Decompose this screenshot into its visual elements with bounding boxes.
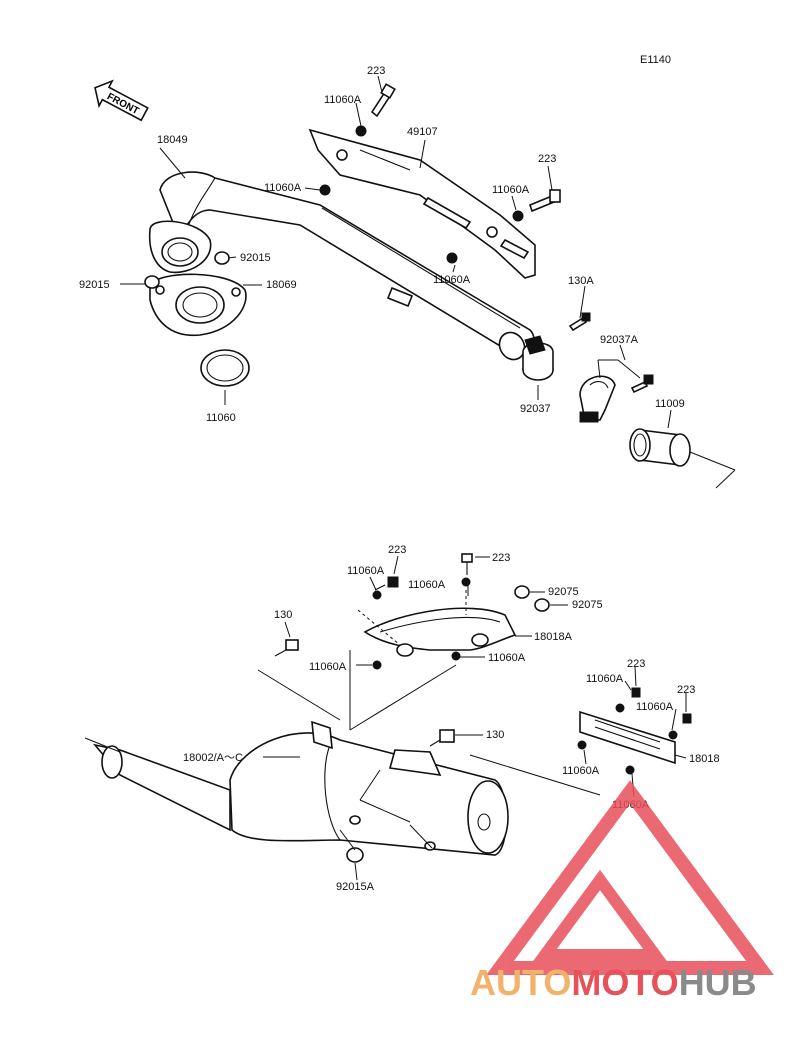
clamp-92037 bbox=[522, 335, 554, 381]
label-11060: 11060 bbox=[206, 412, 236, 424]
nut-92015-left bbox=[144, 275, 160, 289]
label-223-b: 223 bbox=[538, 153, 556, 165]
label-11060A-j: 11060A bbox=[636, 701, 674, 713]
bolt-223-e bbox=[631, 687, 641, 698]
label-18069: 18069 bbox=[266, 279, 297, 291]
watermark-logo bbox=[486, 780, 774, 975]
muffler-18002 bbox=[92, 720, 509, 856]
bolt-130-b bbox=[429, 729, 455, 747]
nut-92015-right bbox=[214, 251, 230, 265]
nut-11060A-j bbox=[668, 730, 678, 740]
watermark-text: AUTOMOTOHUB bbox=[470, 962, 757, 1003]
bolt-223-f bbox=[682, 713, 692, 724]
nut-11060A-lower bbox=[446, 252, 458, 264]
gasket-11060 bbox=[200, 349, 250, 387]
watermark-triangle-outer bbox=[486, 780, 774, 975]
watermark-text-moto: MOTO bbox=[571, 962, 678, 1003]
label-92075-b: 92075 bbox=[572, 599, 603, 611]
label-11060A-h: 11060A bbox=[488, 652, 526, 664]
bolt-130A bbox=[568, 312, 591, 332]
sleeve-11009 bbox=[629, 428, 691, 467]
label-92037A: 92037A bbox=[600, 334, 639, 346]
bolt-223-right bbox=[529, 189, 561, 213]
label-130-a: 130 bbox=[274, 609, 292, 621]
label-49107: 49107 bbox=[407, 126, 438, 138]
clamp-92037A bbox=[579, 375, 616, 423]
label-92015A: 92015A bbox=[336, 881, 375, 893]
label-11060A-k: 11060A bbox=[562, 765, 600, 777]
nut-11060A-i bbox=[615, 703, 625, 713]
label-223-e: 223 bbox=[627, 658, 645, 670]
label-223-d: 223 bbox=[492, 552, 510, 564]
label-11009: 11009 bbox=[655, 398, 685, 410]
label-11060A-f: 11060A bbox=[408, 579, 446, 591]
heat-guard-18018A bbox=[363, 607, 517, 657]
label-130-b: 130 bbox=[486, 729, 504, 741]
nut-11060A-top bbox=[355, 125, 367, 137]
bolt-223-top bbox=[370, 83, 396, 118]
label-92015-a: 92015 bbox=[240, 252, 271, 264]
nut-92075-b bbox=[534, 598, 550, 612]
exhaust-pipe-18049 bbox=[148, 171, 535, 361]
nut-11060A-h bbox=[451, 651, 461, 661]
nut-92015A bbox=[346, 847, 364, 863]
label-11060A-d: 11060A bbox=[433, 274, 471, 286]
label-92075-a: 92075 bbox=[548, 586, 579, 598]
label-223-c: 223 bbox=[388, 544, 406, 556]
label-11060A-c: 11060A bbox=[492, 184, 530, 196]
label-11060A-e: 11060A bbox=[347, 565, 385, 577]
label-18049: 18049 bbox=[157, 134, 188, 146]
label-18002: 18002/A～C bbox=[183, 752, 243, 764]
watermark-text-hub: HUB bbox=[679, 962, 757, 1003]
diagram-code: E1140 bbox=[640, 54, 671, 66]
label-130A: 130A bbox=[568, 275, 594, 287]
watermark-text-auto: AUTO bbox=[470, 962, 571, 1003]
label-92015-b: 92015 bbox=[79, 279, 110, 291]
label-11060A-a: 11060A bbox=[324, 94, 362, 106]
label-11060A-i: 11060A bbox=[586, 673, 624, 685]
label-11060A-b: 11060A bbox=[264, 182, 302, 194]
bracket-49107 bbox=[308, 128, 536, 279]
nut-11060A-k bbox=[577, 740, 587, 750]
nut-11060A-mid bbox=[319, 184, 331, 196]
nut-92075-a bbox=[514, 585, 530, 599]
exhaust-flange-18069 bbox=[149, 273, 247, 337]
label-11060A-g: 11060A bbox=[309, 661, 347, 673]
heat-guard-18018 bbox=[579, 710, 676, 765]
label-18018A: 18018A bbox=[534, 631, 573, 643]
nut-11060A-right bbox=[512, 210, 524, 222]
bolt-223-c bbox=[374, 576, 399, 591]
nut-11060A-f bbox=[461, 577, 471, 587]
nut-11060A-e bbox=[372, 590, 382, 600]
nut-11060A-g bbox=[372, 660, 382, 670]
label-92037: 92037 bbox=[520, 403, 551, 415]
label-18018: 18018 bbox=[689, 753, 720, 765]
front-arrow-icon: FRONT bbox=[94, 79, 149, 122]
label-223-f: 223 bbox=[677, 684, 695, 696]
bolt-130-a bbox=[274, 639, 299, 657]
nut-11060A-l bbox=[625, 765, 635, 775]
label-223-a: 223 bbox=[367, 65, 385, 77]
bolt-223-d bbox=[461, 553, 473, 575]
bolt-92037A bbox=[630, 374, 654, 394]
watermark-triangle-inner bbox=[533, 869, 667, 961]
